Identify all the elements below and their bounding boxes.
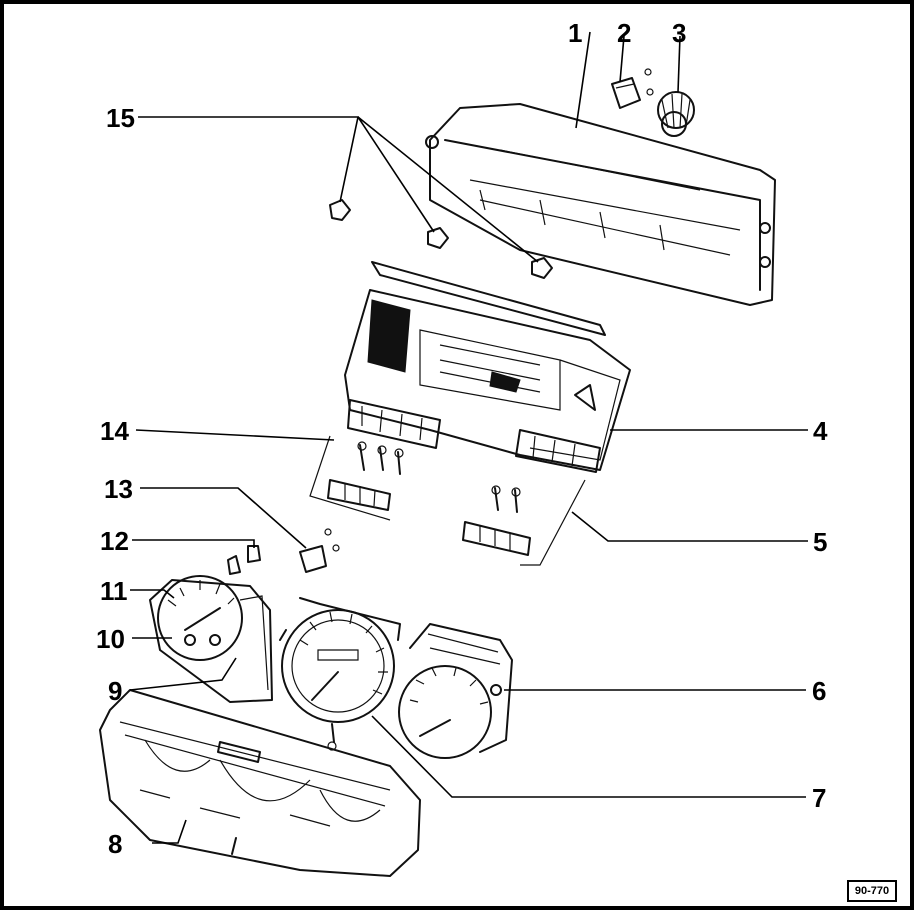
callout-4: 4 <box>813 416 828 446</box>
callout-15: 15 <box>106 103 135 133</box>
callout-3: 3 <box>672 18 686 48</box>
part-8-front-bezel <box>99 689 421 877</box>
callout-5: 5 <box>813 527 827 557</box>
part-13-holder <box>299 528 340 573</box>
part-4-circuit-board <box>344 261 631 473</box>
callout-8: 8 <box>108 829 122 859</box>
leader-lines <box>129 31 808 844</box>
exploded-view-drawing: 1 2 3 4 5 6 7 8 9 10 11 12 13 14 15 <box>96 18 828 877</box>
callout-labels: 1 2 3 4 5 6 7 8 9 10 11 12 13 14 15 <box>96 18 828 859</box>
callout-10: 10 <box>96 624 125 654</box>
part-2-cap <box>611 68 654 109</box>
part-6-tachometer <box>398 623 513 759</box>
part-15-nuts <box>329 199 553 279</box>
callout-13: 13 <box>104 474 133 504</box>
part-12-bulb <box>227 545 261 575</box>
callout-11: 11 <box>100 576 128 606</box>
part-7-speedometer <box>279 597 401 751</box>
part-3-knob <box>657 91 695 137</box>
callout-2: 2 <box>617 18 631 48</box>
part-11-small-gauge <box>149 575 273 703</box>
part-5-bulbs-right <box>462 479 586 566</box>
part-1-rear-housing <box>425 103 776 306</box>
callout-14: 14 <box>100 416 129 446</box>
callout-9: 9 <box>108 676 122 706</box>
callout-12: 12 <box>100 526 129 556</box>
part-14-bulbs-left <box>309 435 404 521</box>
callout-7: 7 <box>812 783 826 813</box>
callout-1: 1 <box>568 18 582 48</box>
callout-6: 6 <box>812 676 826 706</box>
figure-reference-number: 90-770 <box>847 880 897 902</box>
